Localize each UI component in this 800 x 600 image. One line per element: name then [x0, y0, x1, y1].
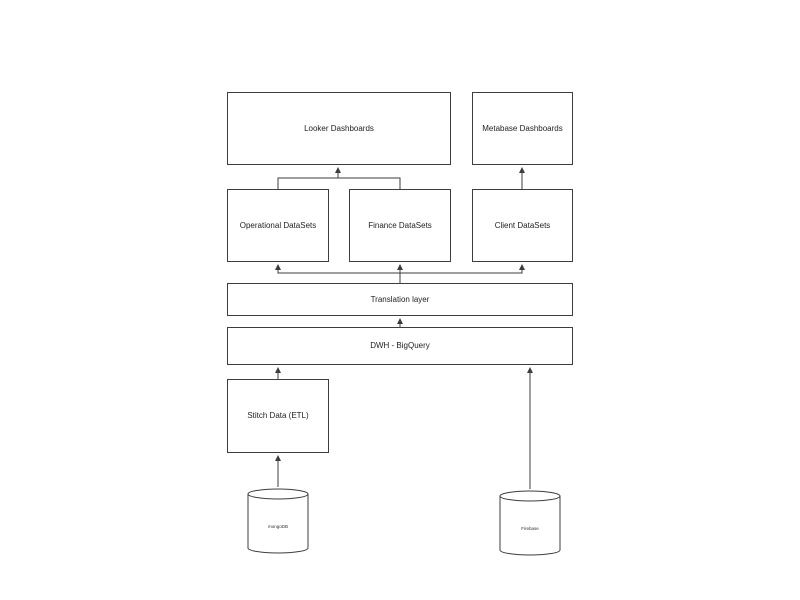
operational-datasets-node: Operational DataSets	[227, 189, 329, 262]
node-label: Metabase Dashboards	[482, 123, 563, 133]
client-datasets-node: Client DataSets	[472, 189, 573, 262]
node-label: Operational DataSets	[239, 220, 317, 230]
node-label: Client DataSets	[494, 220, 551, 230]
translation-layer-node: Translation layer	[227, 283, 573, 316]
node-label: Looker Dashboards	[304, 123, 374, 133]
mongodb-label: mongoDB	[267, 524, 288, 529]
mongodb-database-icon	[247, 488, 309, 554]
node-label: Finance DataSets	[368, 220, 432, 230]
node-label: DWH - BigQuery	[370, 341, 430, 351]
looker-dashboards-node: Looker Dashboards	[227, 92, 451, 165]
finance-datasets-node: Finance DataSets	[349, 189, 451, 262]
connector-operational-to-looker	[277, 177, 338, 189]
arrow-translation-to-client	[400, 264, 525, 274]
stitch-data-etl-node: Stitch Data (ETL)	[227, 379, 329, 453]
node-label: Stitch Data (ETL)	[247, 411, 309, 421]
connector-finance-to-looker	[338, 177, 401, 189]
dwh-bigquery-node: DWH - BigQuery	[227, 327, 573, 365]
firebase-label: Firebase	[521, 526, 539, 531]
arrow-translation-to-operational	[275, 264, 400, 274]
firebase-database-icon	[499, 490, 561, 556]
node-label: Translation layer	[370, 294, 430, 304]
metabase-dashboards-node: Metabase Dashboards	[472, 92, 573, 165]
